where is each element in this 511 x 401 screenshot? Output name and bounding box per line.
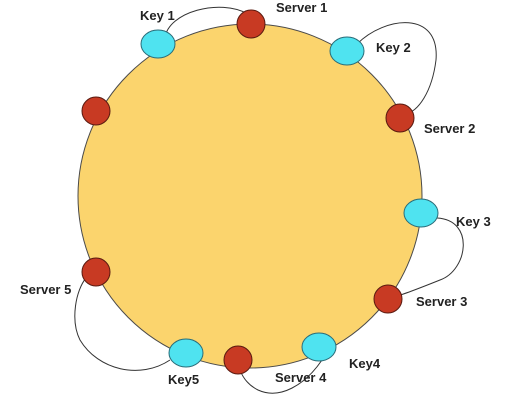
connector-key5-server5 <box>74 277 171 371</box>
key-1-node <box>140 29 176 59</box>
key-1-label: Key 1 <box>140 8 175 23</box>
key-2-label: Key 2 <box>376 40 411 55</box>
connector-key3-server3 <box>396 217 464 297</box>
server-4-node <box>223 345 253 375</box>
server-1-label: Server 1 <box>276 0 327 15</box>
server-3-node <box>373 284 403 314</box>
key-3-label: Key 3 <box>456 214 491 229</box>
key-4-node <box>301 332 337 362</box>
connector-key2-server2 <box>356 22 437 115</box>
connector-key4-server4 <box>239 359 323 394</box>
server-4-label: Server 4 <box>275 370 327 385</box>
key-4-label: Key4 <box>349 356 381 371</box>
server-3-label: Server 3 <box>416 294 467 309</box>
server-1-node <box>236 9 266 39</box>
server-5-node <box>81 257 111 287</box>
connector-key1-server1 <box>164 6 249 39</box>
key-3-node <box>403 198 439 228</box>
server-2-label: Server 2 <box>424 121 475 136</box>
server-unlabeled-node <box>81 96 111 126</box>
key-5-label: Key5 <box>168 372 199 387</box>
key-5-node <box>168 338 204 368</box>
hash-ring <box>77 23 423 369</box>
key-2-node <box>329 36 365 66</box>
server-2-node <box>385 103 415 133</box>
server-5-label: Server 5 <box>20 282 71 297</box>
